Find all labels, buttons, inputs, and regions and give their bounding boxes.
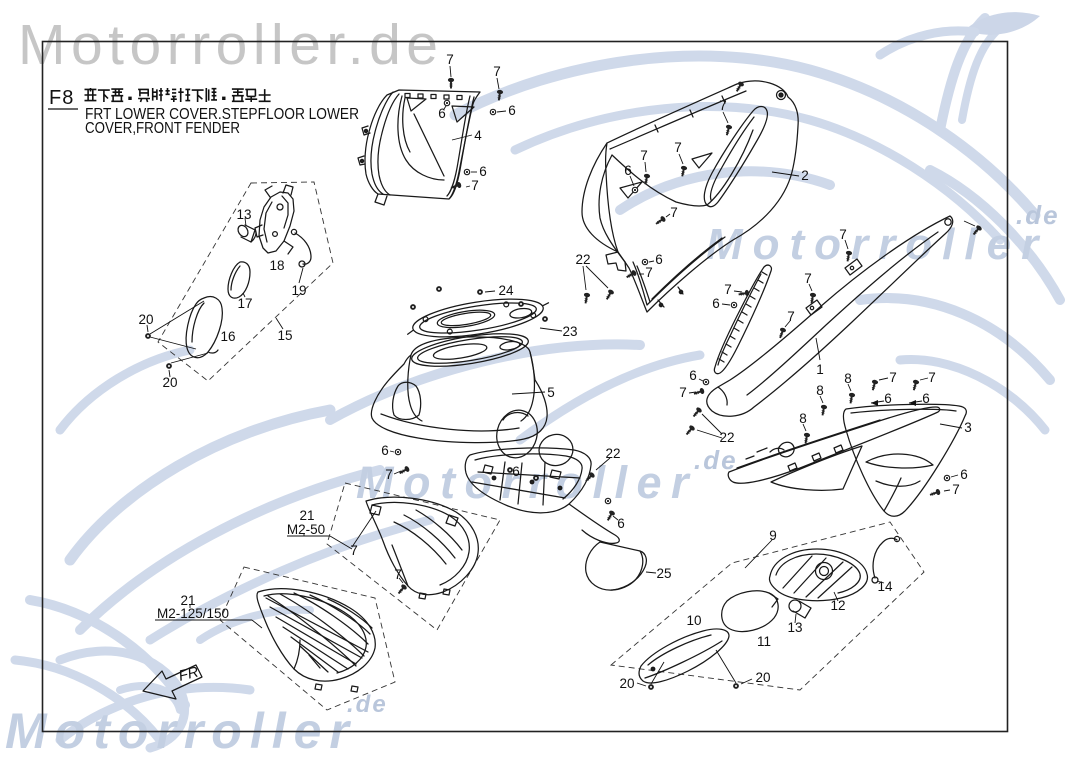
svg-text:20: 20 bbox=[138, 312, 153, 327]
svg-text:M2-50: M2-50 bbox=[287, 522, 325, 537]
svg-text:6: 6 bbox=[479, 164, 487, 179]
svg-text:4: 4 bbox=[474, 128, 482, 143]
svg-text:7: 7 bbox=[385, 467, 393, 482]
svg-text:8: 8 bbox=[816, 383, 824, 398]
svg-text:16: 16 bbox=[220, 329, 235, 344]
svg-text:Motorroller: Motorroller bbox=[706, 220, 1048, 269]
svg-text:1: 1 bbox=[816, 362, 824, 377]
svg-text:7: 7 bbox=[446, 52, 454, 67]
svg-text:7: 7 bbox=[679, 385, 687, 400]
svg-text:7: 7 bbox=[674, 140, 682, 155]
svg-text:7: 7 bbox=[645, 265, 653, 280]
svg-text:6: 6 bbox=[689, 368, 697, 383]
svg-text:25: 25 bbox=[656, 566, 671, 581]
svg-text:F8: F8 bbox=[49, 87, 74, 109]
svg-text:23: 23 bbox=[562, 324, 577, 339]
svg-text:8: 8 bbox=[844, 371, 852, 386]
svg-text:6: 6 bbox=[512, 464, 520, 479]
svg-text:FRT LOWER COVER.STEPFLOOR LOWE: FRT LOWER COVER.STEPFLOOR LOWER bbox=[85, 106, 359, 123]
svg-text:15: 15 bbox=[277, 328, 292, 343]
svg-text:22: 22 bbox=[575, 252, 590, 267]
svg-text:7: 7 bbox=[719, 98, 727, 113]
svg-text:FR: FR bbox=[177, 664, 201, 685]
svg-text:7: 7 bbox=[889, 370, 897, 385]
svg-text:14: 14 bbox=[877, 579, 893, 594]
svg-text:6: 6 bbox=[960, 467, 968, 482]
svg-text:3: 3 bbox=[964, 420, 972, 435]
svg-text:5: 5 bbox=[547, 385, 555, 400]
svg-text:7: 7 bbox=[804, 271, 812, 286]
svg-text:6: 6 bbox=[508, 103, 516, 118]
svg-text:COVER,FRONT FENDER: COVER,FRONT FENDER bbox=[85, 120, 240, 137]
svg-text:7: 7 bbox=[787, 309, 795, 324]
svg-text:.de: .de bbox=[1016, 200, 1060, 230]
svg-text:M2-125/150: M2-125/150 bbox=[157, 606, 229, 621]
svg-text:20: 20 bbox=[619, 676, 634, 691]
svg-text:7: 7 bbox=[640, 148, 648, 163]
svg-text:18: 18 bbox=[269, 258, 284, 273]
svg-text:20: 20 bbox=[162, 375, 177, 390]
svg-text:2: 2 bbox=[801, 168, 809, 183]
svg-text:6: 6 bbox=[712, 296, 720, 311]
svg-text:6: 6 bbox=[624, 163, 632, 178]
svg-text:6: 6 bbox=[381, 443, 389, 458]
svg-text:7: 7 bbox=[839, 227, 847, 242]
svg-text:6: 6 bbox=[922, 391, 930, 406]
svg-text:Motorroller.de: Motorroller.de bbox=[18, 13, 444, 77]
svg-text:13: 13 bbox=[787, 620, 802, 635]
svg-text:22: 22 bbox=[605, 446, 620, 461]
svg-text:6: 6 bbox=[617, 516, 625, 531]
svg-text:6: 6 bbox=[438, 106, 446, 121]
svg-text:8: 8 bbox=[799, 411, 807, 426]
svg-text:7: 7 bbox=[670, 205, 678, 220]
svg-text:9: 9 bbox=[769, 528, 777, 543]
svg-text:Motorroller: Motorroller bbox=[356, 457, 698, 508]
svg-text:7: 7 bbox=[928, 370, 936, 385]
svg-text:20: 20 bbox=[755, 670, 770, 685]
svg-text:21: 21 bbox=[299, 508, 314, 523]
svg-text:22: 22 bbox=[719, 430, 734, 445]
svg-text:7: 7 bbox=[471, 178, 479, 193]
svg-text:7: 7 bbox=[724, 282, 732, 297]
svg-text:13: 13 bbox=[236, 207, 251, 222]
svg-text:24: 24 bbox=[498, 283, 514, 298]
svg-text:11: 11 bbox=[757, 634, 771, 649]
svg-text:7: 7 bbox=[394, 567, 402, 582]
svg-text:21: 21 bbox=[180, 593, 195, 608]
svg-text:6: 6 bbox=[884, 391, 892, 406]
svg-text:19: 19 bbox=[291, 283, 306, 298]
svg-text:12: 12 bbox=[830, 598, 845, 613]
svg-text:6: 6 bbox=[655, 252, 663, 267]
svg-text:7: 7 bbox=[952, 482, 960, 497]
svg-text:7: 7 bbox=[493, 64, 501, 79]
svg-text:.de: .de bbox=[347, 691, 388, 718]
svg-text:10: 10 bbox=[686, 613, 701, 628]
svg-text:.de: .de bbox=[694, 445, 738, 475]
svg-text:7: 7 bbox=[350, 543, 358, 558]
svg-text:17: 17 bbox=[237, 296, 252, 311]
